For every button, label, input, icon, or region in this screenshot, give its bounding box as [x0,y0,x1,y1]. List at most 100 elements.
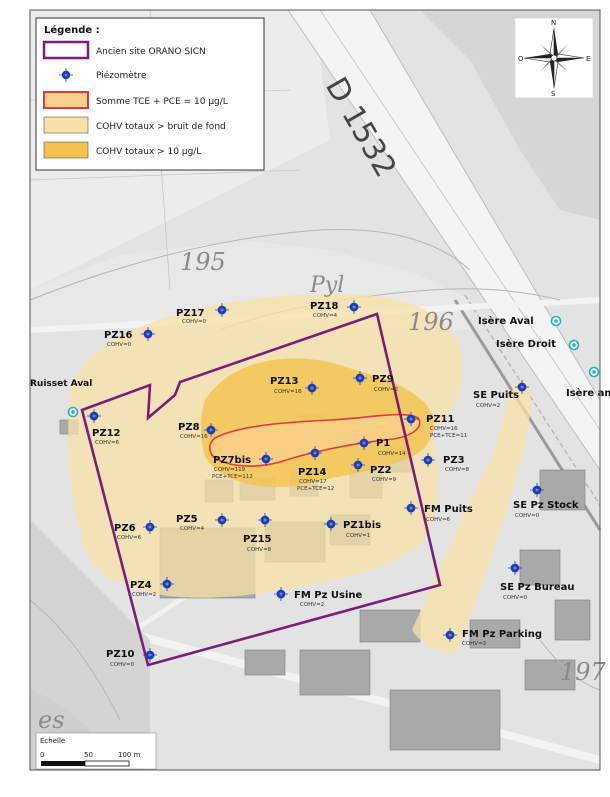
legend-swatch-cohv-10 [43,141,89,159]
scale-mid: 50 [84,751,93,759]
piezometer-pz6[interactable]: PZ6 COHV=6 [114,519,158,541]
piezometer-pz12[interactable]: PZ12 COHV=6 [86,408,121,446]
piezometer-value: COHV=16 [180,434,208,440]
piezometer-value: COHV=17 [299,479,327,485]
contour-label-197: 197 [560,658,607,686]
piezometer-value: COHV=0 [515,513,540,519]
scale-end: 100 m [118,751,141,759]
piezometer-label: PZ11 [426,414,455,425]
legend-swatch-cohv-background [43,116,89,134]
es-label: es [38,706,65,734]
piezometer-pz15[interactable]: PZ15 COHV=8 [243,512,273,553]
piezometer-label: PZ10 [106,649,135,660]
piezometer-label: PZ3 [443,455,465,466]
compass-o: O [518,55,524,63]
piezometer-pz1bis[interactable]: PZ1bis COHV=1 [323,516,381,539]
piezometer-pz10[interactable]: PZ10 COHV=0 [106,647,158,668]
compass-e: E [586,55,590,63]
river-point-label: Isère amont [566,387,610,399]
piezometer-layer: PZ17 COHV=0 PZ18 COHV=4 PZ16 COHV=0 PZ13… [30,299,610,668]
piezometer-label: PZ16 [104,330,133,341]
river-point-icon [588,366,600,378]
piezometer-fm-pz-parking[interactable]: FM Pz Parking COHV=3 [442,627,542,647]
river-point-icon [550,315,562,327]
scale-title: Echelle [40,737,65,745]
piezometer-label: PZ14 [298,467,327,478]
piezometer-value-2: PCE+TCE=12 [297,486,334,492]
piezometer-fm-puits[interactable]: FM Puits COHV=6 [403,500,473,523]
piezometer-se-puits[interactable]: SE Puits COHV=2 [473,379,530,409]
piezometer-label: SE Puits [473,390,519,401]
piezometer-pz5[interactable]: PZ5 COHV=4 [176,512,230,532]
piezometer-value: COHV=0 [110,662,135,668]
piezometer-value: COHV=119 [214,467,246,473]
compass-rose: N S E O [514,17,594,99]
piezometer-pz4[interactable]: PZ4 COHV=2 [130,576,175,598]
piezometer-value-2: PCE+TCE=112 [212,474,253,480]
piezometer-label: PZ18 [310,301,339,312]
piezometer-value: COHV=8 [445,467,470,473]
piezometer-value: COHV=16 [430,426,458,432]
legend-title: Légende : [44,24,100,36]
piezometer-value: COHV=4 [313,313,338,319]
piezometer-label: PZ8 [178,422,200,433]
legend-item-label: COHV totaux > 10 µg/L [96,147,201,157]
piezometer-pz17[interactable]: PZ17 COHV=0 [176,302,230,325]
piezometer-pz11[interactable]: PZ11 COHV=16 PCE+TCE=11 [403,411,467,439]
contour-label-195: 195 [180,248,226,276]
piezometer-value: COHV=2 [300,602,324,608]
piezometer-fm-pz-usine[interactable]: FM Pz Usine COHV=2 [273,586,363,608]
piezometer-value: COHV=9 [372,477,397,483]
piezometer-label: PZ5 [176,514,198,525]
river-point-ruisset-aval[interactable]: Ruisset Aval [30,379,92,418]
piezometer-label: FM Pz Usine [294,590,363,601]
piezometer-label: PZ2 [370,465,392,476]
river-point-label: Isère Aval [478,315,534,327]
piezometer-pz14[interactable]: PZ14 COHV=17 PCE+TCE=12 [297,445,334,492]
piezometer-pz2[interactable]: PZ2 COHV=9 [350,457,397,483]
river-point-icon [568,339,580,351]
piezometer-label: PZ13 [270,376,299,387]
river-point-isere-amont[interactable]: Isère amont [566,366,610,400]
legend-item-label: COHV totaux > bruit de fond [96,122,226,132]
piezometer-se-pz-stock[interactable]: SE Pz Stock COHV=0 [513,482,579,519]
piezometer-value: COHV=0 [503,595,528,601]
piezometer-pz3[interactable]: PZ3 COHV=8 [420,452,470,473]
piezometer-label: FM Puits [424,504,473,515]
piezometer-pz16[interactable]: PZ16 COHV=0 [104,326,156,348]
piezometer-se-pz-bureau[interactable]: SE Pz Bureau COHV=0 [500,560,574,601]
river-point-isere-aval[interactable]: Isère Aval [478,315,562,327]
piezometer-pz18[interactable]: PZ18 COHV=4 [310,299,362,319]
piezometer-value: COHV=8 [247,547,272,553]
piezometer-value: COHV=2 [476,403,500,409]
pyl-label: Pyl [309,273,344,298]
piezometer-label: FM Pz Parking [462,629,542,640]
piezometer-label: PZ15 [243,534,272,545]
piezometer-pz13[interactable]: PZ13 COHV=16 [270,376,320,396]
piezometer-value: COHV=3 [462,641,487,647]
map-frame [29,9,601,771]
piezometer-value: COHV=2 [132,592,156,598]
piezometer-value-2: PCE+TCE=11 [430,433,467,439]
legend-item-label: Somme TCE + PCE = 10 µg/L [96,97,228,107]
piezometer-p1[interactable]: P1 COHV=14 [356,435,406,457]
piezometer-value: COHV=0 [107,342,132,348]
river-point-label: Isère Droit [496,338,556,350]
legend-swatch-tce-pce [43,91,89,109]
compass-s: S [551,90,556,98]
river-point-icon [67,406,79,418]
river-point-isere-droit[interactable]: Isère Droit [496,338,580,351]
piezometer-label: PZ6 [114,523,136,534]
piezometer-value: COHV=6 [426,517,451,523]
legend-item-label: Piézomètre [96,70,147,81]
piezometer-pz7bis[interactable]: PZ7bis COHV=119 PCE+TCE=112 [212,451,274,480]
piezometer-pz8[interactable]: PZ8 COHV=16 [178,422,219,440]
legend-item-label: Ancien site ORANO SICN [96,47,206,57]
piezometer-value: COHV=6 [95,440,120,446]
legend: Légende : Ancien site ORANO SICN Piézomè… [35,17,265,171]
piezometer-pz9[interactable]: PZ9 COHV=2 [352,370,398,393]
legend-swatch-boundary [42,40,90,60]
piezometer-label: PZ4 [130,580,152,591]
contour-label-196: 196 [408,308,454,336]
